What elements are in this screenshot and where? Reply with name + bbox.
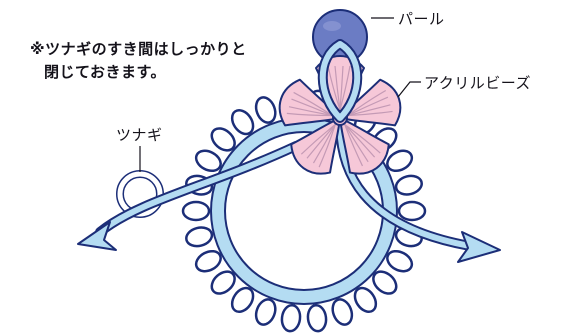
acrylic-beads-label: アクリルビーズ [424, 74, 532, 92]
seed-bead [230, 108, 255, 136]
acrylic-beads-leader-line [397, 81, 421, 98]
seed-bead [331, 298, 354, 326]
seed-bead [185, 226, 214, 248]
seed-bead [394, 174, 423, 196]
seed-bead [230, 286, 255, 314]
flower-petal [339, 78, 402, 127]
seed-bead [181, 200, 211, 222]
seed-bead [254, 298, 277, 326]
pearl-label: パール [398, 10, 445, 28]
instruction-note-line-2: 閉じておきます。 [44, 63, 167, 81]
instruction-note: ※ツナギのすき間はしっかりと 閉じておきます。 [30, 38, 290, 84]
acrylic-flower-bead [278, 55, 402, 175]
seed-bead [280, 303, 302, 333]
flower-petal [339, 117, 390, 175]
seed-bead [210, 127, 236, 152]
pearl-wire-loop [317, 39, 363, 123]
seed-bead [306, 303, 328, 333]
seed-bead [194, 249, 222, 273]
seed-bead [397, 200, 427, 222]
main-wire-loop [210, 117, 398, 305]
seed-bead [353, 286, 378, 314]
leader-lines [139, 17, 421, 172]
right-wire-arrow [335, 117, 501, 263]
seed-bead [210, 270, 236, 295]
instruction-note-line-1: ※ツナギのすき間はしっかりと [30, 40, 247, 58]
left-wire-arrow [77, 141, 301, 251]
seed-bead [386, 149, 414, 173]
seed-bead [386, 249, 414, 273]
flower-petal [290, 117, 341, 175]
seed-bead [254, 96, 277, 124]
flower-petal [278, 78, 341, 127]
connector-label: ツナギ [116, 126, 163, 144]
seed-bead [194, 149, 222, 173]
seed-bead [372, 270, 398, 295]
